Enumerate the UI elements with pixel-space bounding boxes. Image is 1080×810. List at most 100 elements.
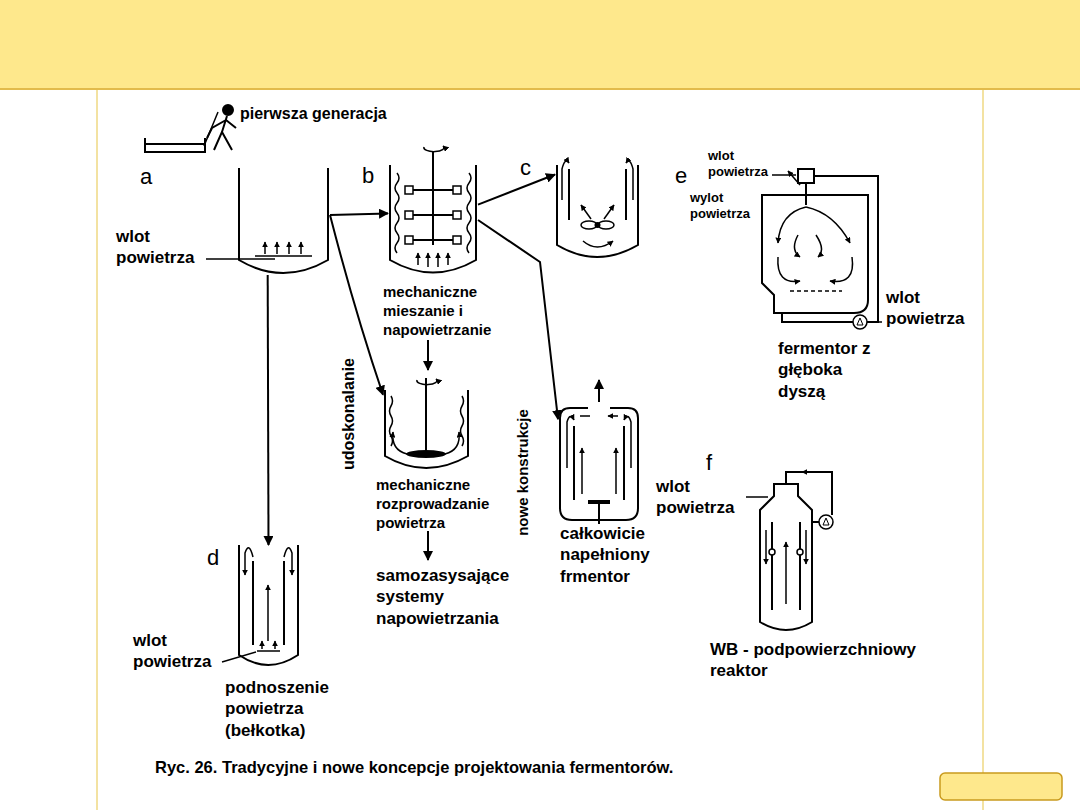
drawing-path: [598, 504, 600, 524]
header-band: [0, 0, 1080, 90]
drawing-circle: [797, 549, 803, 555]
annotation-label: wlot powietrza: [133, 630, 228, 673]
drawing-path: [830, 257, 853, 282]
drawing-path: [626, 161, 633, 200]
drawing-path: [569, 169, 626, 220]
fermenter-vessel: efermentor z głęboka dyszą: [760, 195, 870, 315]
figure-caption: Ryc. 26. Tradycyjne i nowe koncepcje pro…: [155, 757, 855, 778]
drawing-path: [772, 522, 800, 610]
fermenter-vessel: całkowicie napełniony frmentor: [558, 408, 640, 520]
fermenter-vessel: mechaniczne rozprowadzanie powietrza: [383, 390, 470, 470]
vessel-drawing: [388, 165, 478, 275]
edge-label: udoskonalanie: [340, 356, 358, 472]
drawing-path: [427, 253, 429, 267]
drawing-path: [557, 165, 638, 257]
drawing-path: [615, 448, 617, 494]
drawing-path: [253, 561, 284, 645]
vessel-caption: podnoszenie powietrza (bełkotka): [225, 677, 350, 741]
drawing-path: [255, 255, 312, 257]
page-tab: [940, 773, 1062, 800]
drawing-path: [447, 253, 449, 265]
drawing-path: [390, 396, 393, 446]
annotation-label: samozasysające systemy napowietrzania: [376, 565, 556, 629]
drawing-circle: [595, 222, 601, 228]
drawing-path: [427, 340, 429, 370]
annotation-label: wlot powietrza: [116, 226, 216, 269]
drawing-path: [560, 408, 638, 520]
drawing-path: [567, 416, 574, 468]
vessel-letter: c: [520, 157, 540, 179]
drawing-path: [261, 641, 263, 649]
drawing-path: [805, 530, 807, 564]
drawing-path: [207, 116, 236, 150]
drawing-path: [267, 585, 269, 641]
drawing-rect: [405, 186, 413, 194]
drawing-path: [778, 257, 800, 282]
drawing-path: [581, 205, 591, 219]
drawing-path: [245, 548, 253, 575]
fermenter-vessel: fWB - podpowierzchniowy reaktor: [752, 482, 820, 630]
drawing-path: [393, 432, 407, 454]
fermenter-vessel: c: [555, 165, 640, 260]
drawing-circle: [853, 315, 867, 329]
flow-connector: [478, 220, 558, 419]
drawing-ellipse: [406, 450, 446, 458]
stick-figure: [145, 105, 236, 152]
drawing-path: [461, 396, 464, 446]
drawing-path: [257, 650, 280, 652]
drawing-circle: [769, 549, 775, 555]
vessel-letter: e: [675, 165, 695, 187]
drawing-rect: [405, 211, 413, 219]
drawing-path: [274, 641, 276, 649]
annotation-label: wlot powietrza: [886, 287, 978, 330]
drawing-path: [284, 548, 292, 575]
drawing-path: [467, 173, 471, 253]
vessel-caption: mechaniczne rozprowadzanie powietrza: [376, 476, 506, 532]
drawing-path: [264, 242, 266, 254]
drawing-path: [785, 542, 787, 604]
drawing-rect: [453, 211, 461, 219]
vessel-letter: a: [140, 166, 160, 188]
drawing-path: [802, 471, 822, 473]
drawing-path: [437, 253, 439, 267]
drawing-path: [145, 138, 205, 152]
vessel-drawing: [555, 165, 640, 260]
fermenter-vessel: bmechaniczne mieszanie i napowietrzanie: [388, 165, 478, 275]
drawing-path: [445, 432, 459, 454]
drawing-path: [580, 415, 618, 417]
drawing-path: [424, 146, 444, 152]
drawing-path: [624, 416, 631, 468]
drawing-path: [782, 176, 878, 322]
drawing-path: [581, 448, 583, 494]
drawing-circle: [223, 105, 233, 115]
drawing-path: [746, 496, 768, 498]
drawing-path: [288, 242, 290, 254]
vessel-drawing: [237, 168, 330, 275]
drawing-path: [823, 518, 829, 525]
drawing-path: [760, 484, 812, 630]
drawing-path: [239, 545, 298, 665]
drawing-rect: [405, 236, 413, 244]
drawing-rect: [453, 186, 461, 194]
drawing-path: [857, 318, 863, 325]
drawing-path: [425, 378, 427, 452]
drawing-path: [204, 112, 218, 146]
drawing-path: [794, 235, 800, 257]
vessel-letter: f: [706, 452, 726, 474]
drawing-path: [413, 190, 453, 240]
drawing-path: [276, 242, 278, 254]
drawing-rect: [798, 169, 814, 183]
vessel-drawing: [558, 408, 640, 520]
drawing-path: [778, 207, 806, 243]
annotation-label: pierwsza generacja: [240, 104, 440, 124]
vessel-caption: mechaniczne mieszanie i napowietrzanie: [383, 283, 508, 339]
side-rule: [982, 90, 984, 810]
vessel-letter: b: [362, 165, 382, 187]
drawing-path: [239, 168, 328, 273]
annotation-label: wlot powietrza: [708, 148, 778, 181]
drawing-path: [432, 151, 434, 245]
annotation-label: wlot powietrza: [656, 476, 746, 519]
drawing-path: [427, 531, 429, 560]
